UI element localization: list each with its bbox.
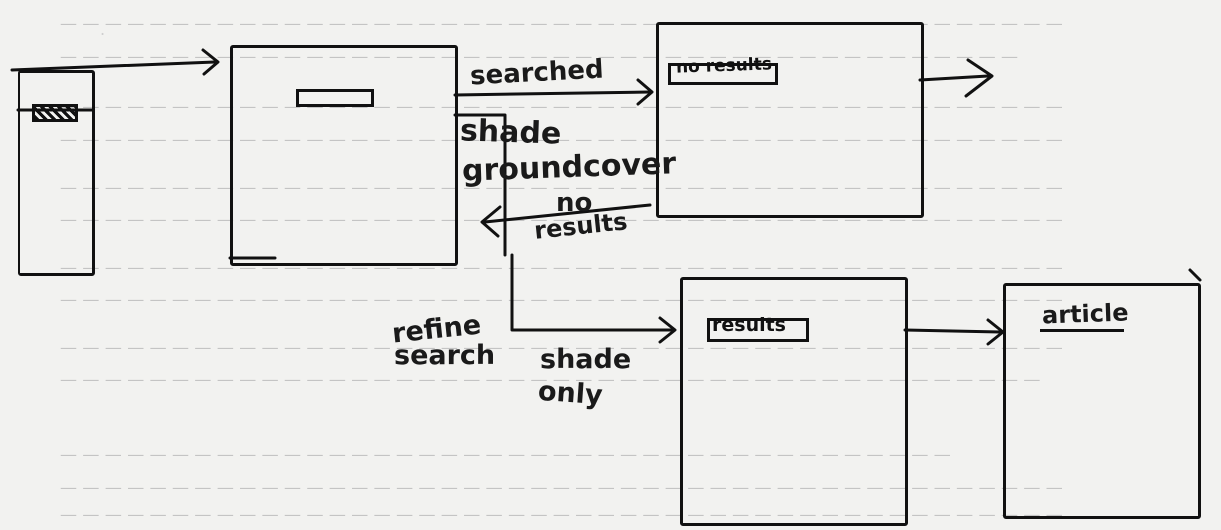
arrow-search-to-no-results xyxy=(453,90,652,97)
label-no-results-mid-1: no xyxy=(556,188,593,218)
label-article: article xyxy=(1041,298,1129,330)
arrowhead xyxy=(986,318,1005,346)
screen-frame-article xyxy=(1003,283,1201,519)
arrowhead xyxy=(964,58,994,98)
screen-frame-results xyxy=(680,277,908,526)
label-shade-only-2: only xyxy=(536,375,604,412)
arrow-no-results-back xyxy=(483,203,652,224)
screen-frame-home xyxy=(18,70,95,276)
search-input-bar xyxy=(296,89,374,107)
label-refine-search-2: search xyxy=(394,340,496,371)
arrowhead xyxy=(480,205,502,238)
arrowhead xyxy=(201,48,220,76)
results-edge xyxy=(1188,268,1202,282)
label-no-results-top: no results xyxy=(675,54,773,78)
arrow-to-results xyxy=(510,253,674,332)
arrowhead xyxy=(636,78,654,106)
label-shade-groundcover-2: groundcover xyxy=(461,146,677,189)
results-header-bar xyxy=(707,318,809,342)
bleed-margin-number: . xyxy=(100,20,106,39)
label-shade-only-1: shade xyxy=(540,344,632,375)
arrow-results-to-article xyxy=(903,328,1002,334)
arrow-search-down-branch xyxy=(453,113,507,257)
article-header-bar xyxy=(1040,311,1124,332)
label-results: results xyxy=(712,314,786,336)
no-results-header-bar xyxy=(668,63,778,85)
arrow-home-to-search xyxy=(10,60,217,72)
screen-frame-no-results xyxy=(656,22,924,218)
arrowhead xyxy=(658,316,677,344)
arrow-no-results-onward xyxy=(918,74,990,82)
label-shade-groundcover-1: shade xyxy=(459,113,562,152)
screen-frame-search xyxy=(230,45,458,266)
